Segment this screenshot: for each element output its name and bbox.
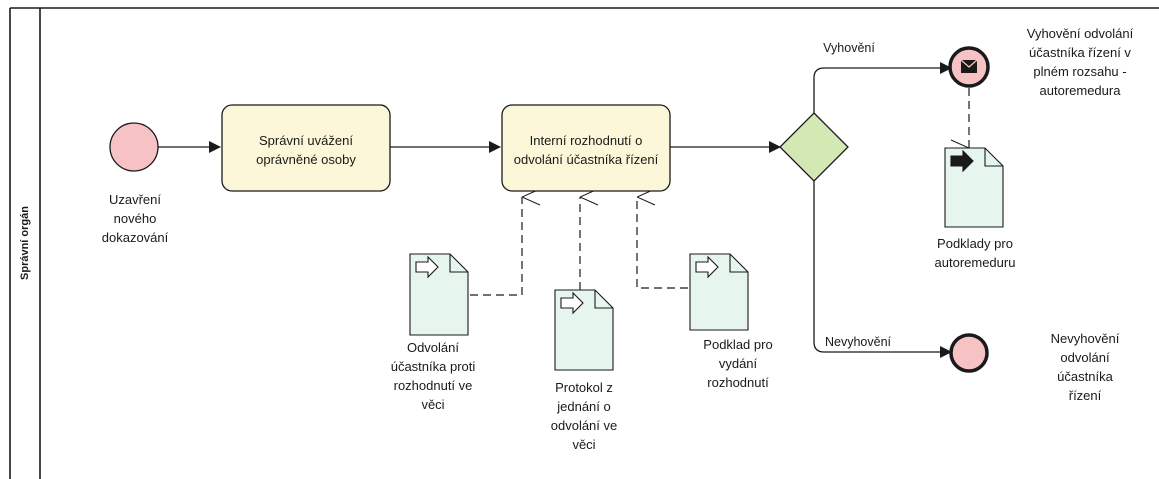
document-label-line: jednání o: [556, 399, 611, 414]
input-arrow-icon: [415, 255, 439, 279]
document-label-line: rozhodnutí: [707, 375, 769, 390]
flow-gateway-to-end: [813, 181, 952, 358]
end-event-label: Nevyhovění odvolání účastníka řízení: [1051, 331, 1120, 403]
message-end-event-label: Vyhovění odvolání účastníka řízení v pln…: [1027, 26, 1134, 98]
data-object-odvolani[interactable]: [409, 253, 469, 336]
message-end-label-line: účastníka řízení v: [1029, 45, 1131, 60]
exclusive-gateway[interactable]: [779, 112, 849, 182]
start-event-label-line: dokazování: [102, 230, 169, 245]
document-label-line: Podklad pro: [703, 337, 772, 352]
message-end-event[interactable]: [948, 46, 990, 88]
task-interni-rozhodnuti[interactable]: Interní rozhodnutí o odvolání účastníka …: [501, 104, 671, 192]
input-arrow-icon: [695, 255, 719, 279]
task-label-line: Interní rozhodnutí o: [530, 133, 643, 148]
data-object-podklady-label: Podklady pro autoremeduru: [935, 236, 1016, 270]
association-podklad: [636, 197, 688, 289]
sequence-flows: [158, 62, 952, 358]
flow-label-nevyhoveni: Nevyhovění: [825, 335, 892, 349]
start-event-label-line: Uzavření: [109, 192, 161, 207]
task-label-line: oprávněné osoby: [256, 152, 356, 167]
message-end-label-line: Vyhovění odvolání: [1027, 26, 1134, 41]
data-object-protokol-label: Protokol z jednání o odvolání ve věci: [551, 380, 618, 452]
data-object-odvolani-label: Odvolání účastníka proti rozhodnutí ve v…: [391, 340, 476, 412]
data-object-podklad[interactable]: [689, 253, 749, 331]
task-label-line: Správní uvážení: [259, 133, 353, 148]
document-label-line: Podklady pro: [937, 236, 1013, 251]
message-end-label-line: plném rozsahu -: [1033, 64, 1126, 79]
document-label-line: autoremeduru: [935, 255, 1016, 270]
lane-label: Správní orgán: [19, 206, 31, 280]
data-associations: [470, 88, 970, 296]
data-object-protokol[interactable]: [554, 289, 614, 371]
task-spravni-uvazeni[interactable]: Správní uvážení oprávněné osoby: [221, 104, 391, 192]
data-object-podklady-autoremedura[interactable]: [944, 147, 1004, 228]
start-event-label: Uzavření nového dokazování: [102, 192, 169, 245]
document-label-line: rozhodnutí ve: [394, 378, 473, 393]
document-label-line: věci: [572, 437, 595, 452]
envelope-icon: [960, 59, 978, 73]
start-event-label-line: nového: [114, 211, 157, 226]
flow-label-vyhoveni: Vyhovění: [823, 41, 875, 55]
message-end-label-line: autoremedura: [1040, 83, 1122, 98]
input-arrow-icon: [560, 291, 584, 315]
document-label-line: Odvolání: [407, 340, 459, 355]
end-label-line: Nevyhovění: [1051, 331, 1120, 346]
lane: Správní orgán: [9, 7, 1159, 479]
document-label-line: vydání: [719, 356, 758, 371]
start-event[interactable]: [109, 122, 159, 172]
document-label-line: Protokol z: [555, 380, 613, 395]
document-label-line: odvolání ve: [551, 418, 618, 433]
end-label-line: řízení: [1069, 388, 1102, 403]
end-label-line: účastníka: [1057, 369, 1113, 384]
document-label-line: věci: [421, 397, 444, 412]
document-label-line: účastníka proti: [391, 359, 476, 374]
association-odvolani: [470, 197, 522, 296]
output-arrow-icon: [950, 149, 974, 173]
task-label-line: odvolání účastníka řízení: [514, 152, 659, 167]
flow-gateway-to-message-end: [813, 62, 952, 113]
data-object-podklad-label: Podklad pro vydání rozhodnutí: [703, 337, 772, 390]
end-label-line: odvolání: [1060, 350, 1110, 365]
end-event[interactable]: [949, 333, 989, 373]
